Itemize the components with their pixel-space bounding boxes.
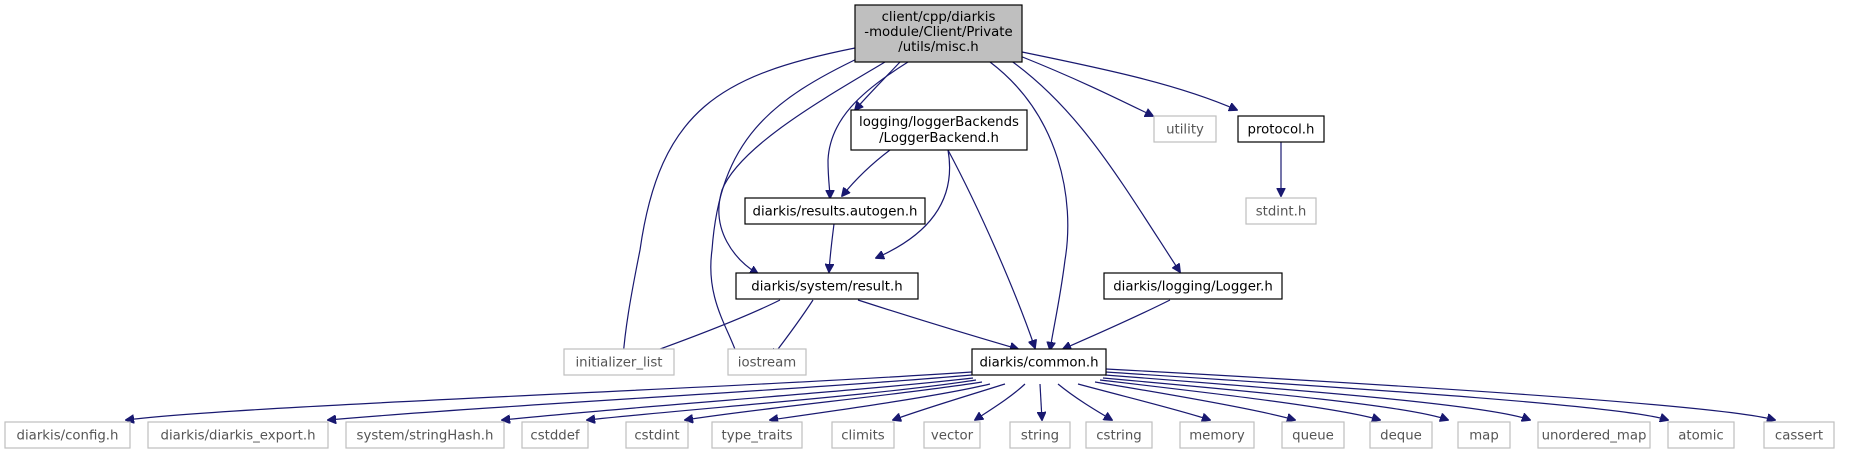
- node-initializer-list: initializer_list: [563, 348, 675, 376]
- edge-common-to-vector: [975, 383, 1026, 420]
- edge-logger-backend-to-results-autogen: [842, 149, 891, 196]
- edge-common-to-cstring: [1057, 383, 1112, 420]
- edge-common-to-atomic: [1105, 371, 1668, 420]
- node-common[interactable]: diarkis/common.h: [971, 348, 1107, 376]
- edge-root-to-results-autogen: [828, 61, 909, 198]
- edge-system-result-to-common: [857, 299, 1018, 349]
- edge-common-to-cassert: [1105, 368, 1775, 420]
- node-cstdint: cstdint: [625, 421, 689, 449]
- edge-common-to-cstddef: [587, 379, 977, 420]
- edge-common-to-climits: [893, 383, 1006, 420]
- node-results-autogen-label: diarkis/results.autogen.h: [753, 205, 918, 220]
- node-memory: memory: [1179, 421, 1255, 449]
- edges: [126, 47, 1775, 420]
- node-logger-backend-line-1: logging/loggerBackends: [859, 115, 1019, 130]
- node-common-label: diarkis/common.h: [979, 356, 1098, 371]
- edge-common-to-config: [126, 371, 973, 420]
- edge-common-to-deque: [1099, 379, 1380, 420]
- node-protocol[interactable]: protocol.h: [1237, 115, 1325, 143]
- edge-common-to-cstdint: [685, 381, 983, 420]
- edge-logger-backend-to-system-result: [876, 149, 951, 258]
- edge-common-to-unordered-map: [1104, 374, 1530, 420]
- edge-results-autogen-to-system-result: [829, 223, 835, 272]
- edge-common-to-memory: [1077, 383, 1210, 420]
- node-system-result-label: diarkis/system/result.h: [751, 280, 902, 295]
- node-results-autogen[interactable]: diarkis/results.autogen.h: [744, 197, 926, 225]
- node-unordered-map: unordered_map: [1537, 421, 1651, 449]
- node-stdint: stdint.h: [1245, 197, 1317, 225]
- node-root-line-1: client/cpp/diarkis: [882, 10, 996, 25]
- node-initializer-list-label: initializer_list: [575, 356, 662, 371]
- node-string-hash-label: system/stringHash.h: [357, 429, 494, 444]
- edge-root-to-initializer-list: [623, 47, 856, 358]
- node-logging-logger-label: diarkis/logging/Logger.h: [1113, 280, 1273, 295]
- node-atomic: atomic: [1667, 421, 1735, 449]
- node-config: diarkis/config.h: [4, 421, 131, 449]
- node-iostream-label: iostream: [738, 356, 796, 371]
- node-cassert: cassert: [1763, 421, 1835, 449]
- node-system-result[interactable]: diarkis/system/result.h: [735, 272, 919, 300]
- edge-common-to-type-traits: [770, 383, 991, 420]
- node-root-line-2: -module/Client/Private: [864, 25, 1012, 40]
- node-unordered-map-label: unordered_map: [1542, 429, 1647, 444]
- node-string-hash: system/stringHash.h: [345, 421, 505, 449]
- node-root-misc-h[interactable]: client/cpp/diarkis -module/Client/Privat…: [854, 4, 1023, 63]
- edge-logger-backend-to-common: [947, 149, 1035, 348]
- edge-common-to-string-hash: [502, 377, 974, 420]
- node-vector: vector: [923, 421, 981, 449]
- node-atomic-label: atomic: [1678, 429, 1723, 444]
- node-cstring-label: cstring: [1096, 429, 1141, 444]
- edge-root-to-logger-backend: [855, 61, 901, 110]
- node-diarkis-export: diarkis/diarkis_export.h: [147, 421, 329, 449]
- node-vector-label: vector: [931, 429, 974, 444]
- edge-logging-logger-to-common: [1063, 299, 1171, 349]
- node-diarkis-export-label: diarkis/diarkis_export.h: [161, 429, 316, 444]
- edge-common-to-diarkis-export: [328, 374, 973, 420]
- node-cassert-label: cassert: [1775, 429, 1823, 444]
- node-queue-label: queue: [1292, 429, 1334, 444]
- node-cstring: cstring: [1085, 421, 1153, 449]
- edge-root-to-common: [989, 61, 1069, 350]
- node-map: map: [1457, 421, 1511, 449]
- edge-common-to-string: [1040, 383, 1042, 420]
- node-string-label: string: [1021, 429, 1059, 444]
- node-logger-backend-line-2: /LoggerBackend.h: [879, 131, 999, 146]
- node-utility: utility: [1153, 115, 1217, 143]
- node-cstdint-label: cstdint: [634, 429, 679, 444]
- node-root-line-3: /utils/misc.h: [898, 40, 978, 55]
- node-cstddef-label: cstddef: [530, 429, 580, 444]
- node-config-label: diarkis/config.h: [17, 429, 119, 444]
- node-deque: deque: [1369, 421, 1433, 449]
- node-queue: queue: [1281, 421, 1345, 449]
- node-type-traits: type_traits: [711, 421, 803, 449]
- node-map-label: map: [1469, 429, 1499, 444]
- node-iostream: iostream: [727, 348, 807, 376]
- edge-root-to-logging-logger: [1009, 59, 1180, 272]
- node-cstddef: cstddef: [521, 421, 589, 449]
- node-logger-backend[interactable]: logging/loggerBackends /LoggerBackend.h: [850, 109, 1028, 151]
- node-memory-label: memory: [1189, 429, 1245, 444]
- edge-root-to-protocol: [1021, 51, 1237, 110]
- edge-common-to-queue: [1094, 381, 1295, 420]
- node-climits-label: climits: [841, 429, 885, 444]
- edge-root-to-utility: [1019, 55, 1153, 116]
- edge-root-to-system-result: [718, 61, 886, 274]
- edge-root-to-iostream: [710, 55, 864, 358]
- node-type-traits-label: type_traits: [721, 429, 792, 444]
- nodes: client/cpp/diarkis -module/Client/Privat…: [4, 4, 1835, 449]
- node-climits: climits: [831, 421, 895, 449]
- node-deque-label: deque: [1380, 429, 1422, 444]
- edge-common-to-map: [1102, 377, 1448, 420]
- node-protocol-label: protocol.h: [1248, 123, 1315, 138]
- node-logging-logger[interactable]: diarkis/logging/Logger.h: [1103, 272, 1283, 300]
- node-utility-label: utility: [1166, 123, 1204, 138]
- node-string: string: [1009, 421, 1071, 449]
- node-stdint-label: stdint.h: [1256, 205, 1307, 220]
